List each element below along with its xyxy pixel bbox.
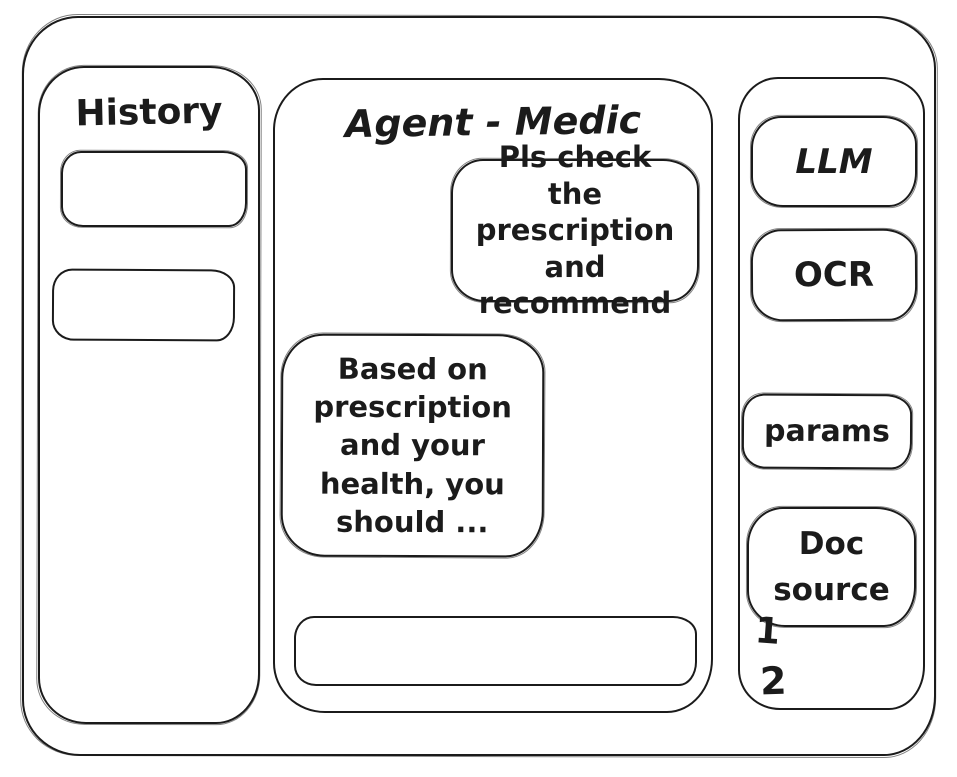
agent-message-bubble: Based on prescription and your health, y… bbox=[280, 333, 545, 558]
agent-message-text: Based on prescription and your health, y… bbox=[313, 351, 512, 540]
doc-source-item-1[interactable]: 1 bbox=[753, 610, 782, 653]
params-button[interactable]: params bbox=[741, 393, 913, 470]
history-panel-title: History bbox=[75, 90, 223, 135]
llm-button[interactable]: LLM bbox=[751, 116, 917, 207]
ocr-button[interactable]: OCR bbox=[750, 228, 918, 322]
history-item[interactable] bbox=[51, 268, 236, 342]
chat-panel: Agent - Medic Pls check the prescription… bbox=[273, 78, 713, 713]
tools-panel: LLM OCR params Doc source 1 2 bbox=[738, 77, 925, 710]
doc-source-item-2[interactable]: 2 bbox=[759, 658, 788, 704]
doc-source-button[interactable]: Doc source bbox=[747, 507, 916, 627]
message-input[interactable] bbox=[294, 616, 697, 686]
history-item[interactable] bbox=[61, 151, 247, 227]
user-message-text: Pls check the prescription and recommend bbox=[475, 140, 675, 321]
history-panel: History bbox=[38, 66, 260, 724]
user-message-bubble: Pls check the prescription and recommend bbox=[451, 140, 699, 320]
